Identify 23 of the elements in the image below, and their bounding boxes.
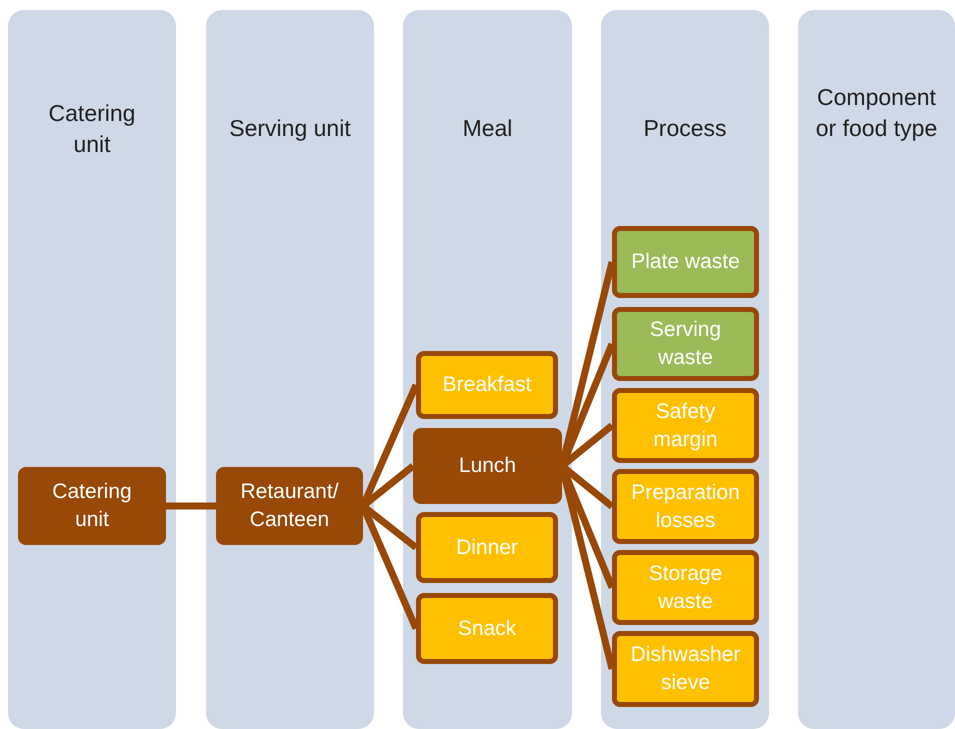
category-box: Breakfast <box>416 351 558 419</box>
category-box: Serving waste <box>612 307 759 381</box>
category-box: Storage waste <box>612 550 759 625</box>
column-band <box>8 10 176 729</box>
column-band <box>206 10 374 729</box>
category-box: Retaurant/ Canteen <box>216 467 363 545</box>
column-band <box>601 10 769 729</box>
column-heading: Catering unit <box>48 99 136 159</box>
category-box: Lunch <box>413 428 562 504</box>
category-box: Preparation losses <box>612 469 759 544</box>
category-box: Dinner <box>416 512 558 583</box>
column-band <box>403 10 572 729</box>
column-band <box>798 10 955 729</box>
column-heading: Component or food type <box>814 83 938 143</box>
category-box: Catering unit <box>18 467 166 545</box>
connector-line <box>166 502 216 510</box>
column-heading: Process <box>642 114 728 143</box>
category-box: Snack <box>416 593 558 664</box>
category-box: Plate waste <box>612 226 759 298</box>
column-heading: Serving unit <box>228 114 352 143</box>
category-box: Dishwasher sieve <box>612 631 759 707</box>
column-heading: Meal <box>462 114 514 143</box>
category-box: Safety margin <box>612 388 759 463</box>
